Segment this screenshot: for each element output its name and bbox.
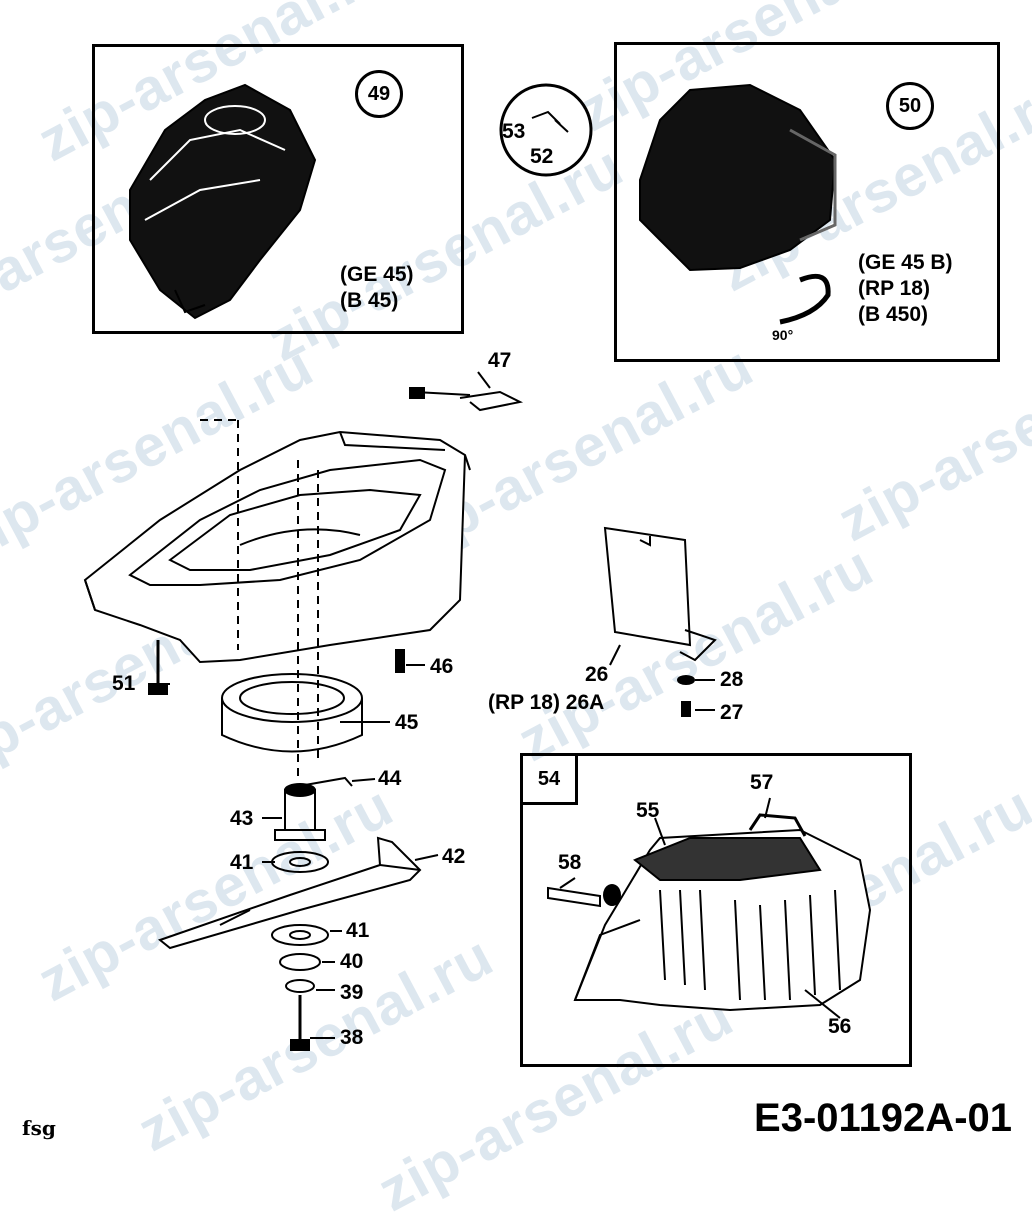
box-number-50: 50 [886, 82, 934, 130]
part-label-52: 52 [530, 145, 554, 168]
engine-variant-box-49 [92, 44, 464, 334]
grass-catcher-illustration [547, 813, 872, 1012]
part-label-39: 39 [340, 981, 364, 1004]
part-label-27: 27 [720, 701, 744, 724]
part-label-58: 58 [558, 851, 582, 874]
part-label-44: 44 [378, 767, 402, 790]
part-label-55: 55 [636, 799, 660, 822]
part-label-46: 46 [430, 655, 454, 678]
exploded-parts-drawing [83, 83, 872, 1051]
part-label-51: 51 [112, 672, 136, 695]
model-label: (GE 45 B) [858, 251, 953, 274]
part-label-28: 28 [720, 668, 744, 691]
model-label: (GE 45) [340, 263, 414, 286]
box-number-54: 54 [520, 753, 578, 805]
part-label-26a: (RP 18) 26A [488, 691, 605, 714]
part-label-42: 42 [442, 845, 466, 868]
model-label: (B 450) [858, 303, 929, 326]
engine-illustration-49 [129, 83, 317, 320]
model-label: (B 45) [340, 289, 399, 312]
box49-model-list: (GE 45) (B 45) [340, 262, 414, 314]
model-label: (RP 18) [858, 277, 930, 300]
box-number-49: 49 [355, 70, 403, 118]
part-label-43: 43 [230, 807, 254, 830]
engine-variant-box-50 [614, 42, 1000, 362]
part-label-41-lower: 41 [346, 919, 370, 942]
part-label-41-upper: 41 [230, 851, 254, 874]
mower-deck-illustration [83, 419, 471, 780]
footer-mark: fsg [22, 1116, 56, 1140]
part-label-56: 56 [828, 1015, 852, 1038]
angle-label: 90° [772, 327, 794, 343]
part-label-26: 26 [585, 663, 609, 686]
drawing-code: E3-01192A-01 [754, 1096, 1012, 1140]
part-label-53: 53 [502, 120, 526, 143]
grass-catcher-box-54 [520, 753, 912, 1067]
part-label-47: 47 [488, 349, 512, 372]
part-label-38: 38 [340, 1026, 364, 1049]
part-label-40: 40 [340, 950, 364, 973]
part-label-57: 57 [750, 771, 774, 794]
box50-model-list: (GE 45 B) (RP 18) (B 450) [858, 250, 953, 328]
part-label-45: 45 [395, 711, 419, 734]
engine-illustration-50 [639, 83, 837, 325]
